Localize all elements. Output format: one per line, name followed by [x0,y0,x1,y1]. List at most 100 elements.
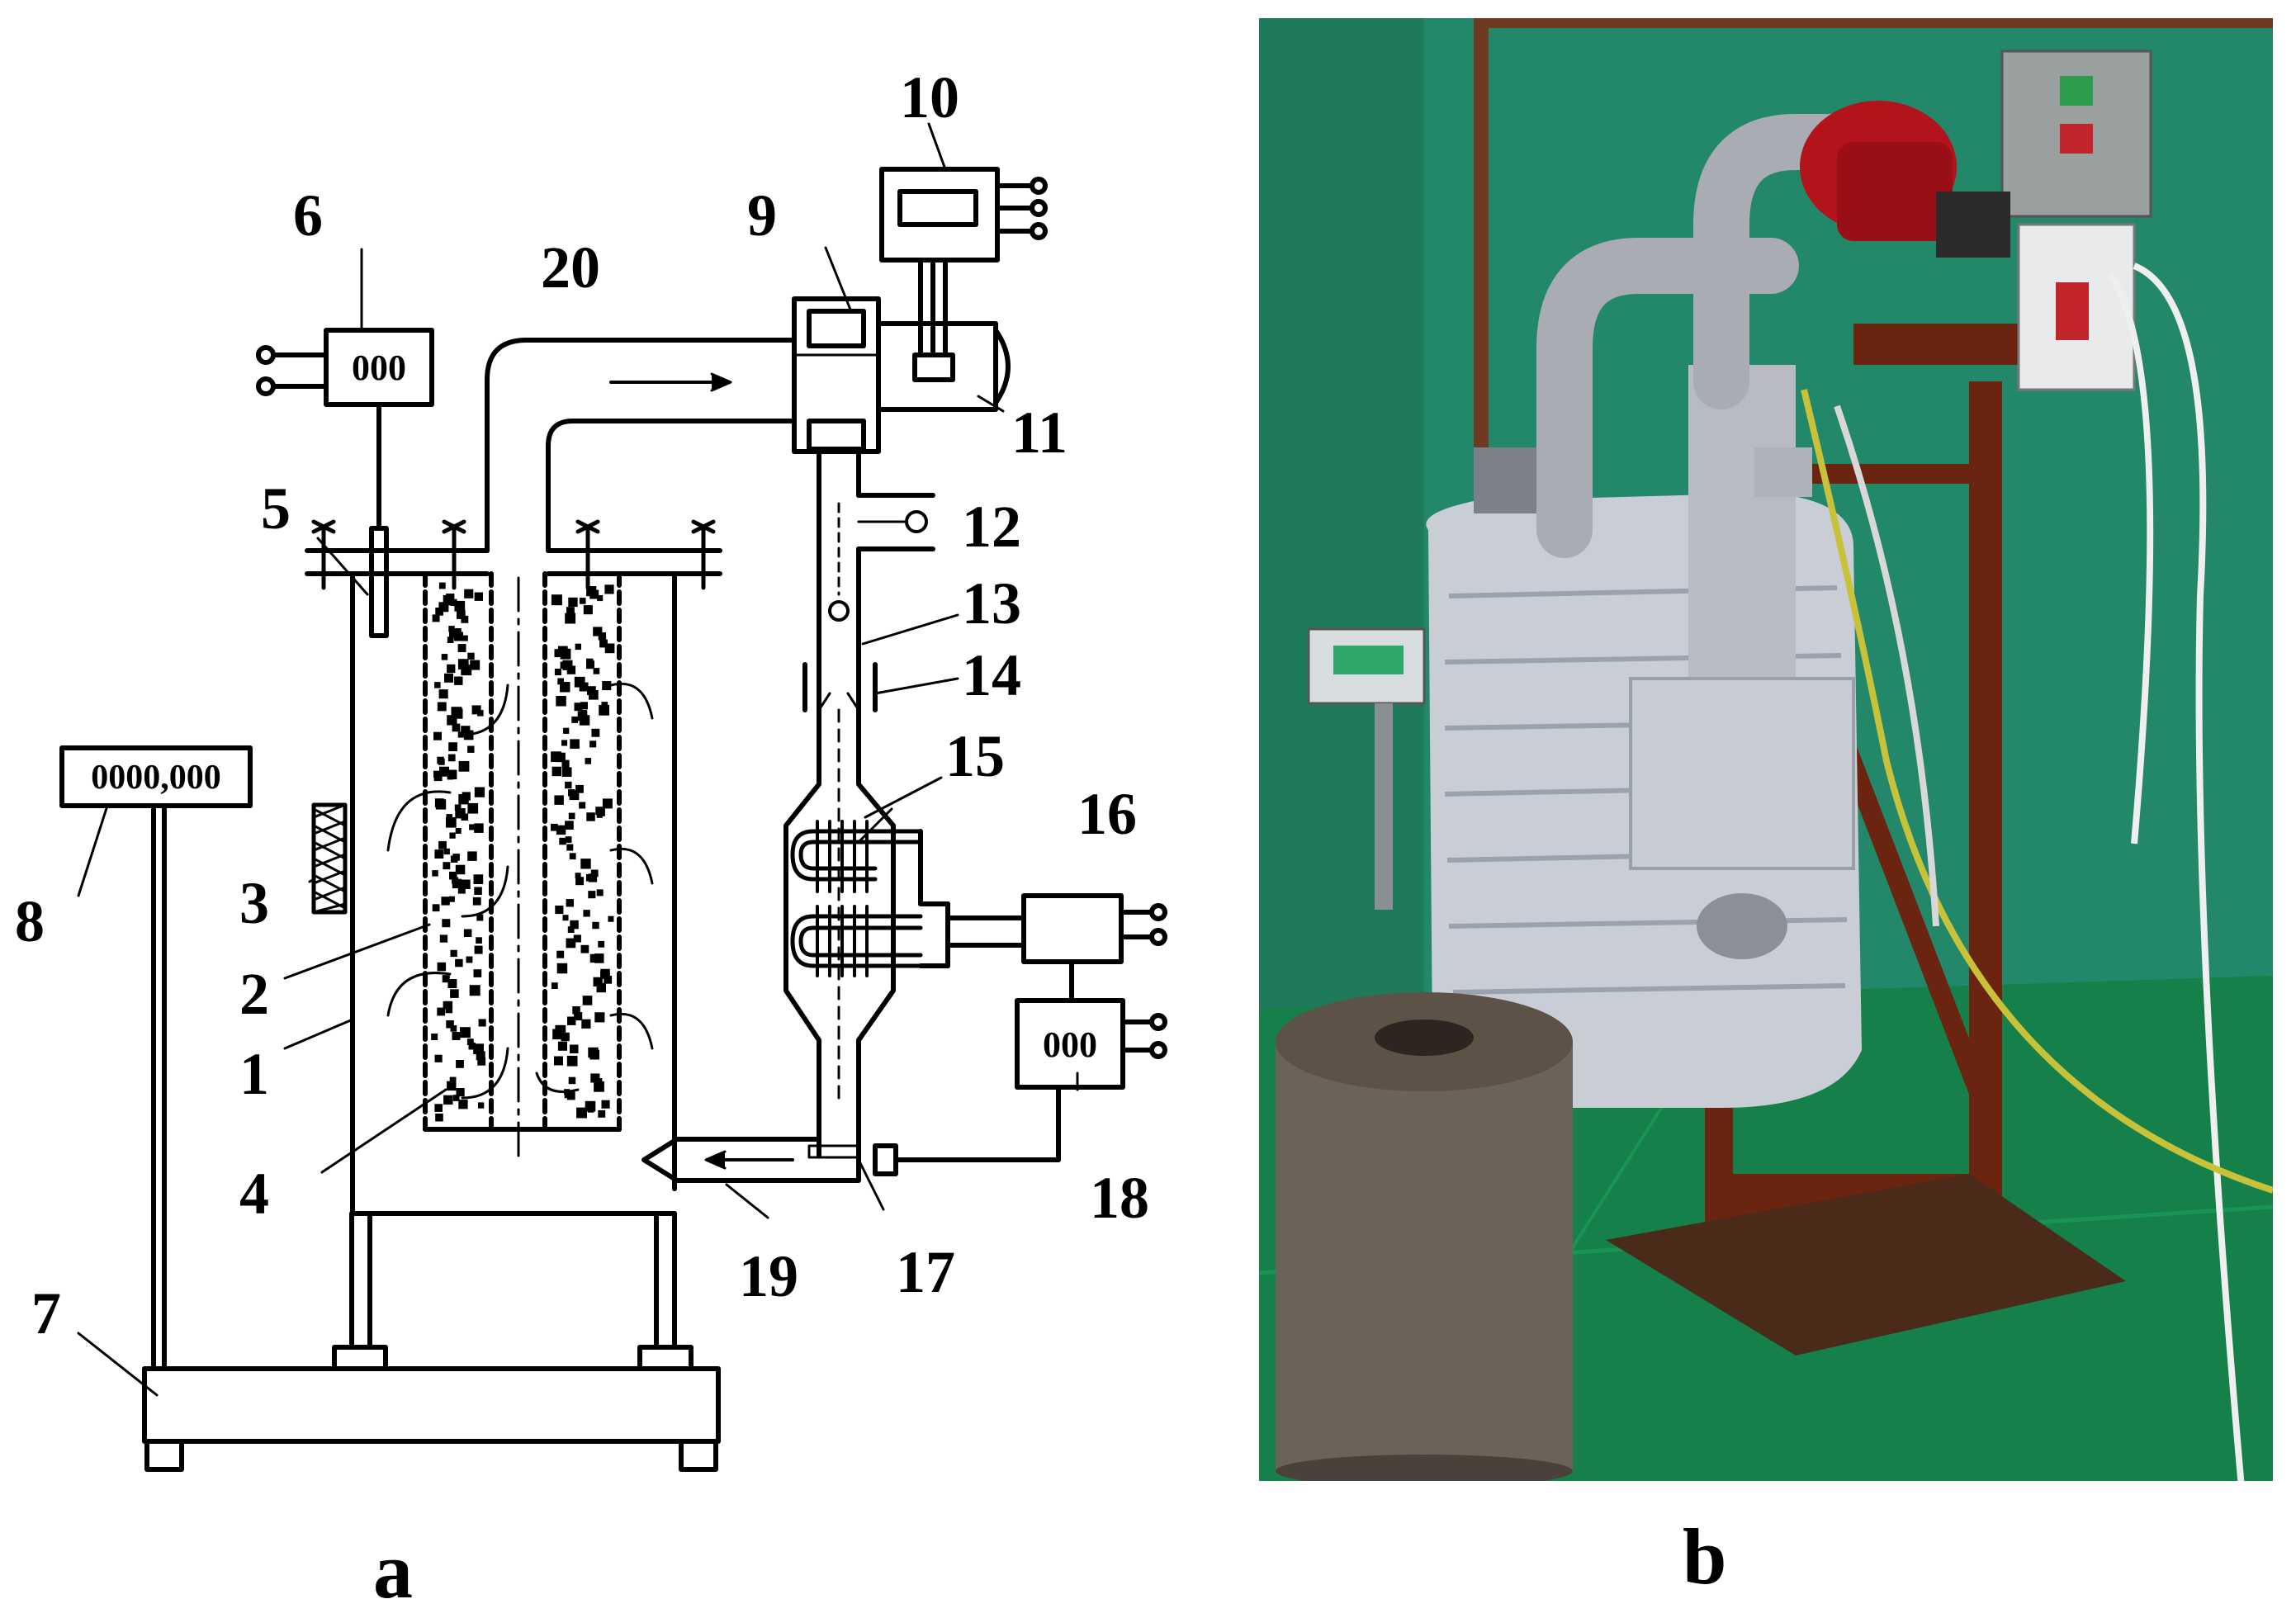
fuel-particle [472,897,481,906]
fuel-particle [457,610,466,619]
fuel-particle [434,682,441,688]
fuel-particle [579,802,586,809]
fuel-particle [551,982,558,989]
fuel-particle [477,1057,486,1066]
fuel-particle [454,676,463,685]
label-11: 11 [1011,400,1068,466]
fuel-particle [570,1044,579,1053]
fuel-particle [456,1088,465,1097]
riser-pipe-photo [1629,365,1855,959]
fuel-particle [597,808,605,816]
fuel-particle [566,938,576,949]
fuel-particle [601,1100,610,1109]
fuel-particle [443,1095,453,1105]
label-20: 20 [541,234,600,300]
fuel-particle [586,658,594,666]
fuel-particle [435,1113,443,1122]
fuel-particle [458,760,470,772]
fuel-particle [555,906,564,915]
fuel-particle [474,887,482,895]
fuel-particle [593,668,600,674]
fuel-particle [450,989,459,998]
fuel-particle [592,921,599,930]
fuel-particle [438,689,448,699]
fuel-particle [467,851,477,861]
fuel-particle [454,600,466,612]
fuel-particle [452,878,462,889]
fuel-particle [567,1016,576,1025]
fuel-particle [456,1060,464,1068]
fuel-particle [552,1029,563,1040]
fuel-particle [452,1095,460,1101]
fuel-particle [576,1107,587,1119]
fuel-particle [438,758,445,765]
scale-in-photo [1307,627,1426,910]
fuel-particle [433,731,442,740]
fuel-particle [570,920,579,930]
fuel-particle [449,871,457,880]
label-16: 16 [1077,781,1137,847]
return-pipe [641,1137,898,1183]
label-8: 8 [15,888,45,954]
fuel-particle [476,1051,485,1061]
fuel-particle [439,766,449,777]
fuel-particle [573,934,581,943]
fuel-particle [574,703,583,712]
red-fan [1800,101,1957,241]
fuel-particle [561,740,568,746]
fuel-particle [437,1007,446,1016]
fuel-particle [476,937,482,944]
base-board [1606,1174,2126,1355]
reactor-legs [332,1211,694,1371]
fuel-particle [432,904,440,912]
fuel-particle [442,919,451,928]
fuel-particle [587,686,596,695]
fuel-particle [594,953,604,963]
weighing-scale [59,745,253,1371]
fuel-particle [566,1091,575,1100]
downcomer-pipe [802,449,935,778]
caption-b: b [1683,1512,1727,1601]
fuel-particle [474,823,484,833]
fuel-particle [608,915,614,922]
fuel-particle [457,731,464,738]
fuel-particle [598,632,607,641]
fuel-particle [552,766,562,777]
fuel-particle [585,1100,596,1112]
label-17: 17 [896,1239,955,1305]
outlet-pipe [485,338,797,553]
fuel-particle [455,828,462,834]
window-heater [311,802,348,915]
fuel-particle [561,1032,570,1042]
fuel-cartridge [423,571,622,1157]
fuel-particle [586,812,595,821]
fuel-particle [478,1102,485,1109]
fuel-particle [448,626,455,632]
fuel-particle [471,705,481,715]
fuel-particle [580,944,589,953]
fuel-particle [478,1019,486,1027]
fuel-particle [589,740,597,748]
fuel-particle [444,673,453,683]
fuel-particle [602,798,613,809]
fuel-particle [566,665,576,674]
fuel-particle [561,759,570,768]
fuel-particle [591,728,600,737]
leader-lines [77,122,1079,1397]
fuel-particle [438,840,447,849]
fuel-particle [476,914,484,921]
fuel-particle [470,660,481,670]
fuel-particle [446,814,452,821]
fuel-particle [434,1054,443,1062]
fuel-particle [565,613,576,624]
fuel-particle [588,873,598,882]
fuel-particle [594,1012,605,1023]
fuel-particle [593,977,603,986]
fuel-particle [556,752,566,763]
label-3: 3 [239,870,269,936]
fuel-particle [450,855,458,863]
label-7: 7 [31,1280,61,1346]
fuel-particle [601,702,608,708]
fuel-particle [598,1109,606,1118]
label-14: 14 [962,642,1021,708]
